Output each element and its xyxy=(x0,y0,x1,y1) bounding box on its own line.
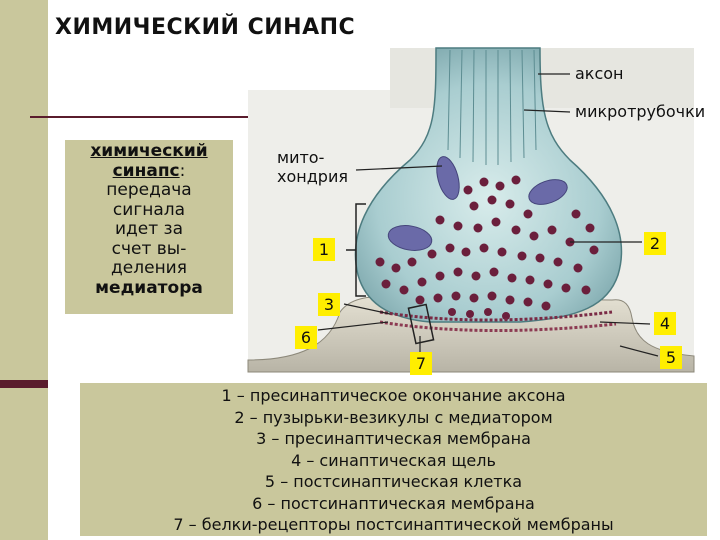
legend-item: 5 – постсинаптическая клетка xyxy=(264,472,523,491)
definition-line-3: передача xyxy=(106,180,192,200)
postsynaptic-cell xyxy=(247,296,695,373)
marker-3: 3 xyxy=(318,293,340,316)
label-mitochondria-1: мито- xyxy=(277,148,325,167)
vesicles xyxy=(375,175,599,320)
presynaptic-membrane xyxy=(379,310,613,322)
microtubules xyxy=(447,49,537,165)
definition-line-5: идет за xyxy=(114,219,184,239)
definition-line-8: медиатора xyxy=(95,277,203,298)
slide-title: ХИМИЧЕСКИЙ СИНАПС xyxy=(55,15,356,40)
marker-7: 7 xyxy=(410,352,432,375)
terminal-bracket xyxy=(346,203,366,297)
definition-line-1: химический xyxy=(90,141,208,161)
legend-item: 7 – белки-рецепторы постсинаптической ме… xyxy=(173,515,614,534)
left-decor-accent xyxy=(0,380,48,388)
marker-4: 4 xyxy=(654,312,676,335)
legend-item: 3 – пресинаптическая мембрана xyxy=(256,429,531,448)
marker-5: 5 xyxy=(660,346,682,369)
marker-1: 1 xyxy=(313,238,335,261)
definition-line-7: деления xyxy=(111,258,187,278)
definition-box: химический синапс: передача сигнала идет… xyxy=(65,140,233,314)
postsynaptic-membrane xyxy=(379,320,617,333)
label-microtubules: микротрубочки xyxy=(575,102,706,121)
legend-box: 1 – пресинаптическое окончание аксона 2 … xyxy=(80,383,707,536)
left-decor-bar xyxy=(0,0,48,540)
marker-6: 6 xyxy=(295,326,317,349)
legend-item: 6 – постсинаптическая мембрана xyxy=(252,493,535,513)
definition-line-6: счет вы- xyxy=(111,238,187,259)
legend-item: 1 – пресинаптическое окончание аксона xyxy=(221,386,566,405)
label-axon: аксон xyxy=(575,64,624,83)
marker-2: 2 xyxy=(644,232,666,255)
mitochondria xyxy=(387,156,568,251)
receptor-region-box xyxy=(407,303,435,345)
title-divider xyxy=(30,116,252,118)
definition-line-4: сигнала xyxy=(112,199,186,220)
legend-item: 2 – пузырьки-везикулы с медиатором xyxy=(234,407,553,427)
definition-line-2: синапс: xyxy=(112,160,186,181)
label-mitochondria-2: хондрия xyxy=(277,167,348,186)
legend-item: 4 – синаптическая щель xyxy=(291,450,496,470)
presynaptic-terminal xyxy=(354,47,623,323)
pointer-lines xyxy=(317,73,659,357)
